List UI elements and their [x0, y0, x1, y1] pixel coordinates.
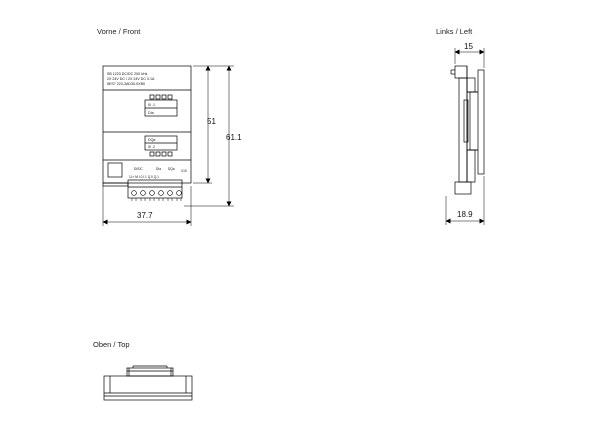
top-view-label: Oben / Top: [93, 340, 130, 349]
dim-37-7-text: 37.7: [137, 211, 153, 220]
top-view: [103, 365, 193, 401]
led-row-bottom: [149, 151, 173, 157]
dim-51-text: 51: [207, 117, 216, 126]
term-label-1: DI/DC: [134, 167, 143, 171]
left-view-label: Links / Left: [436, 27, 473, 36]
di-label: DIa: [148, 111, 154, 115]
front-dimensions: [102, 65, 234, 226]
terminal-block: [127, 179, 183, 199]
front-housing: [102, 65, 192, 184]
term-label-4: X19: [181, 169, 187, 173]
led-row-top: [149, 94, 173, 100]
module-text-line3: 6ES7 223-3AD30-0XB0: [107, 82, 145, 86]
terminal-row-labels: 1L+ M I.0 I.1 Q.0 Q.1: [129, 175, 159, 179]
front-view-label: Vorne / Front: [97, 27, 141, 36]
do-label: DQa: [148, 138, 155, 142]
term-label-3: DQa: [168, 167, 175, 171]
dim-15-text: 15: [464, 42, 473, 51]
dim-61-1-text: 61.1: [226, 133, 242, 142]
dim-18-9-text: 18.9: [457, 210, 473, 219]
front-view: [102, 65, 192, 201]
module-text-line2: 2X 24V DC / 2X 24V DC 0.1A: [107, 77, 155, 81]
terminals: [131, 190, 182, 196]
left-view: [450, 65, 485, 195]
left-dimensions: [445, 48, 485, 225]
term-label-2: DIa: [156, 167, 161, 171]
module-text-line1: SB 1223 DC/DC 200 kHz: [107, 72, 148, 76]
io-label-top: I0 .1: [148, 103, 155, 107]
io-label-bottom: I0 .2: [148, 145, 155, 149]
front-module-text: SB 1223 DC/DC 200 kHz 2X 24V DC / 2X 24V…: [107, 72, 187, 179]
